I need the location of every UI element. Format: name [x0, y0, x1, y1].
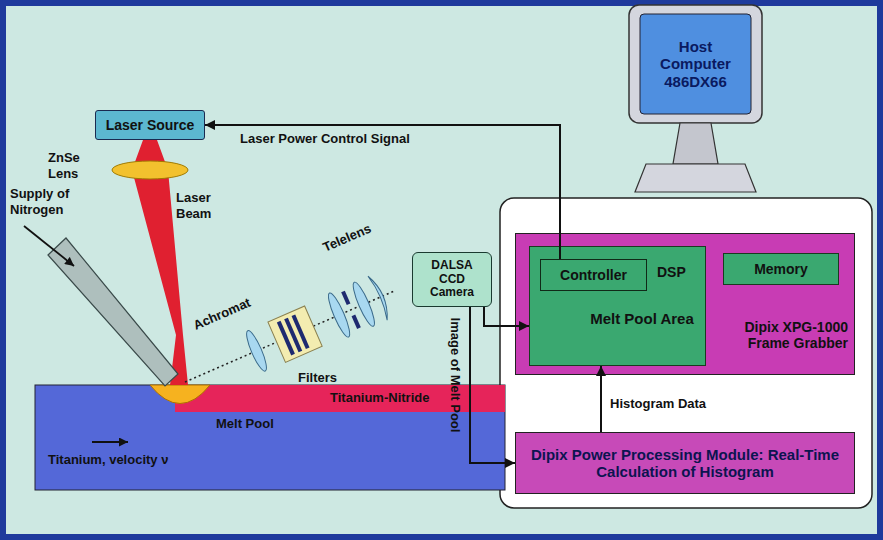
signal-connector [205, 125, 560, 259]
filter-holder [268, 306, 322, 362]
monitor-bezel [629, 5, 762, 123]
host-computer: Host Computer 486DX66 [628, 4, 763, 196]
lens-label: ZnSe Lens [48, 150, 96, 181]
material-label: Titanium, velocity ν [48, 452, 168, 468]
signal-label: Histogram Data [610, 396, 706, 412]
signal-connector [470, 307, 515, 463]
page-frame [3, 3, 880, 537]
monitor-neck [673, 123, 718, 164]
node-text: Dipix Power Processing Module: Real-Time… [520, 446, 850, 481]
filter [292, 314, 310, 349]
signal-label: Image of Melt Pool [447, 318, 463, 433]
signal-label: Laser Power Control Signal [240, 131, 410, 147]
gas-supply-label: Supply of Nitrogen [10, 186, 90, 217]
laser-source-box: Laser Source [95, 110, 205, 140]
achromat-lens [243, 329, 270, 373]
melt-pool-label: Melt Pool [216, 416, 274, 432]
znse-lens [112, 161, 188, 179]
telelens-stop [341, 291, 350, 305]
telelens-element [368, 274, 393, 320]
monitor-base [635, 164, 756, 192]
dsp-box: DSP Melt Pool Area Controller [529, 246, 706, 366]
telelens-element [350, 280, 378, 328]
filter [277, 321, 295, 356]
filter [284, 318, 302, 353]
node-text: Laser Source [106, 117, 195, 133]
optical-path [175, 268, 405, 404]
node-text: Host Computer 486DX66 [642, 16, 749, 112]
beam-label: Laser Beam [176, 190, 226, 221]
monitor-screen [640, 14, 751, 114]
node-text: DALSA CCD Camera [417, 259, 487, 300]
telelens-stop [352, 315, 361, 329]
node-text: Melt Pool Area [588, 310, 696, 327]
node-text: Controller [560, 267, 627, 283]
nitrogen-arrow [24, 226, 74, 266]
frame-grabber-panel: Dipix XPG-1000 Frame Grabber DSP Melt Pool… [515, 233, 855, 375]
titanium-block [35, 385, 505, 490]
processing-module-box: Dipix Power Processing Module: Real-Time… [515, 432, 855, 494]
controller-box: Controller [540, 259, 647, 291]
telelens-element [325, 291, 353, 339]
camera-box: DALSA CCD Camera [412, 252, 492, 307]
node-text: Memory [754, 261, 808, 277]
layer-label: Titanium-Nitride [330, 390, 429, 406]
signal-connector [600, 366, 602, 432]
node-text: Dipix XPG-1000 Frame Grabber [713, 319, 848, 351]
velocity-arrow [92, 441, 128, 443]
computer-panel [500, 198, 872, 508]
filter-label: Filters [298, 370, 337, 386]
memory-box: Memory [723, 253, 839, 285]
node-text: DSP [657, 264, 702, 280]
monitor-outline [628, 4, 763, 196]
melt-pool [150, 385, 210, 404]
